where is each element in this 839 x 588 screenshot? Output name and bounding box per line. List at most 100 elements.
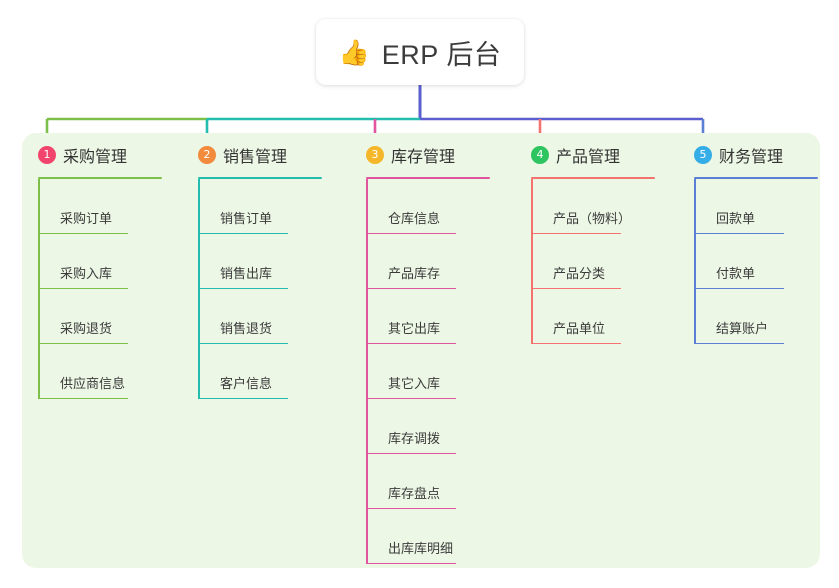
leaf-label: 出库库明细 xyxy=(388,541,454,556)
leaf-item[interactable]: 销售出库 xyxy=(198,234,342,289)
branch-title: 财务管理 xyxy=(719,149,784,166)
branch-number-badge: 4 xyxy=(531,146,549,164)
leaf-list: 销售订单销售出库销售退货客户信息 xyxy=(198,179,342,399)
leaf-label: 供应商信息 xyxy=(60,376,126,391)
leaf-item[interactable]: 产品单位 xyxy=(531,289,675,344)
branch-header-2[interactable]: 2 销售管理 xyxy=(182,133,342,177)
leaf-item[interactable]: 其它出库 xyxy=(366,289,510,344)
leaf-label: 产品分类 xyxy=(553,266,606,281)
branch-column-2: 2 销售管理销售订单销售出库销售退货客户信息 xyxy=(182,133,342,399)
leaf-underline xyxy=(366,232,456,234)
branch-header-4[interactable]: 4 产品管理 xyxy=(515,133,675,177)
branch-header-3[interactable]: 3 库存管理 xyxy=(350,133,510,177)
leaf-label: 产品（物料） xyxy=(553,211,632,226)
branch-header-1[interactable]: 1 采购管理 xyxy=(22,133,182,177)
leaf-label: 客户信息 xyxy=(220,376,273,391)
leaf-underline xyxy=(198,397,288,399)
branch-underline xyxy=(38,177,162,179)
branch-title: 库存管理 xyxy=(391,149,456,166)
leaf-list: 采购订单采购入库采购退货供应商信息 xyxy=(38,179,182,399)
leaf-underline xyxy=(531,342,621,344)
leaf-item[interactable]: 销售订单 xyxy=(198,179,342,234)
leaf-item[interactable]: 回款单 xyxy=(694,179,838,234)
leaf-label: 采购入库 xyxy=(60,266,113,281)
branch-title: 产品管理 xyxy=(556,149,621,166)
leaf-item[interactable]: 采购退货 xyxy=(38,289,182,344)
branches-panel xyxy=(22,133,820,568)
branch-spine xyxy=(531,179,533,344)
leaf-item[interactable]: 库存调拨 xyxy=(366,399,510,454)
leaf-list: 产品（物料） 产品分类产品单位 xyxy=(531,179,675,344)
leaf-label: 库存盘点 xyxy=(388,486,441,501)
branch-column-4: 4 产品管理产品（物料） 产品分类产品单位 xyxy=(515,133,675,344)
leaf-underline xyxy=(694,232,784,234)
root-node[interactable]: 👍 ERP 后台 xyxy=(316,19,524,85)
branch-spine xyxy=(38,179,40,399)
leaf-label: 产品单位 xyxy=(553,321,606,336)
leaf-underline xyxy=(531,287,621,289)
leaf-underline xyxy=(366,562,456,564)
leaf-item[interactable]: 结算账户 xyxy=(694,289,838,344)
leaf-underline xyxy=(531,232,621,234)
leaf-label: 销售退货 xyxy=(220,321,273,336)
leaf-label: 结算账户 xyxy=(716,321,769,336)
branch-spine xyxy=(694,179,696,344)
leaf-underline xyxy=(366,287,456,289)
leaf-item[interactable]: 仓库信息 xyxy=(366,179,510,234)
branch-number-badge: 1 xyxy=(38,146,56,164)
leaf-underline xyxy=(198,287,288,289)
branch-underline xyxy=(694,177,818,179)
leaf-item[interactable]: 采购入库 xyxy=(38,234,182,289)
leaf-label: 销售出库 xyxy=(220,266,273,281)
leaf-underline xyxy=(694,287,784,289)
branch-number-badge: 2 xyxy=(198,146,216,164)
leaf-underline xyxy=(38,342,128,344)
leaf-item[interactable]: 产品库存 xyxy=(366,234,510,289)
leaf-item[interactable]: 付款单 xyxy=(694,234,838,289)
branch-number-badge: 3 xyxy=(366,146,384,164)
leaf-underline xyxy=(366,397,456,399)
leaf-label: 采购退货 xyxy=(60,321,113,336)
leaf-label: 库存调拨 xyxy=(388,431,441,446)
leaf-underline xyxy=(198,232,288,234)
branch-underline xyxy=(531,177,655,179)
leaf-item[interactable]: 供应商信息 xyxy=(38,344,182,399)
leaf-underline xyxy=(366,507,456,509)
branch-spine xyxy=(366,179,368,564)
leaf-label: 采购订单 xyxy=(60,211,113,226)
leaf-label: 仓库信息 xyxy=(388,211,441,226)
leaf-item[interactable]: 其它入库 xyxy=(366,344,510,399)
branch-title: 销售管理 xyxy=(223,149,288,166)
thumbs-up-icon: 👍 xyxy=(338,37,370,67)
leaf-label: 其它出库 xyxy=(388,321,441,336)
branch-column-3: 3 库存管理仓库信息产品库存其它出库其它入库库存调拨库存盘点出库库明细 xyxy=(350,133,510,564)
leaf-item[interactable]: 销售退货 xyxy=(198,289,342,344)
branch-spine xyxy=(198,179,200,399)
leaf-label: 销售订单 xyxy=(220,211,273,226)
branch-underline xyxy=(198,177,322,179)
leaf-item[interactable]: 产品分类 xyxy=(531,234,675,289)
leaf-underline xyxy=(694,342,784,344)
leaf-item[interactable]: 产品（物料） xyxy=(531,179,675,234)
leaf-list: 仓库信息产品库存其它出库其它入库库存调拨库存盘点出库库明细 xyxy=(366,179,510,564)
leaf-underline xyxy=(38,232,128,234)
leaf-underline xyxy=(198,342,288,344)
leaf-list: 回款单付款单结算账户 xyxy=(694,179,838,344)
leaf-underline xyxy=(38,397,128,399)
leaf-underline xyxy=(38,287,128,289)
leaf-item[interactable]: 客户信息 xyxy=(198,344,342,399)
leaf-item[interactable]: 采购订单 xyxy=(38,179,182,234)
leaf-underline xyxy=(366,452,456,454)
branch-underline xyxy=(366,177,490,179)
leaf-item[interactable]: 库存盘点 xyxy=(366,454,510,509)
leaf-item[interactable]: 出库库明细 xyxy=(366,509,510,564)
leaf-label: 回款单 xyxy=(716,211,756,226)
leaf-label: 产品库存 xyxy=(388,266,441,281)
leaf-label: 付款单 xyxy=(716,266,756,281)
branch-title: 采购管理 xyxy=(63,149,128,166)
leaf-underline xyxy=(366,342,456,344)
branch-column-1: 1 采购管理采购订单采购入库采购退货供应商信息 xyxy=(22,133,182,399)
